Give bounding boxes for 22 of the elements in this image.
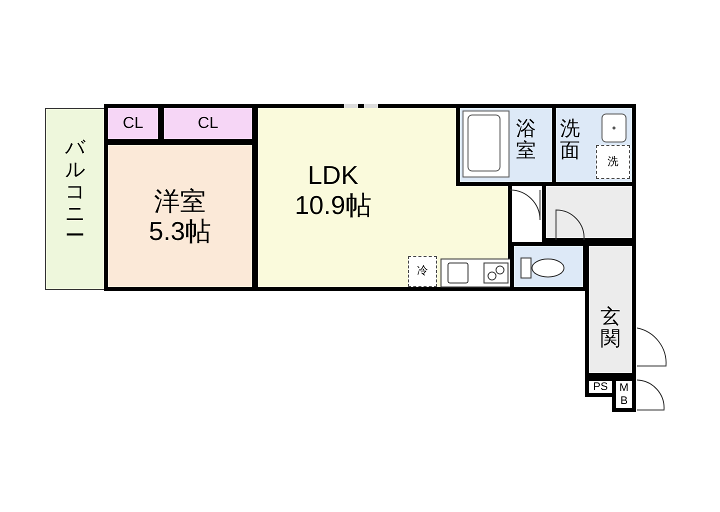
meter-box [612, 377, 636, 412]
room-label: CL [122, 114, 144, 134]
balcony-area [45, 108, 105, 290]
toilet-room [510, 242, 587, 291]
closet-room [104, 104, 162, 143]
room-label: 10.9帖 [294, 190, 372, 220]
bedroom-room [104, 141, 256, 291]
room-label: バルコニー [65, 137, 85, 247]
room-label: CL [198, 114, 218, 134]
room-label: 洋室 [154, 186, 206, 216]
room-label: 浴室 [516, 118, 536, 162]
room-label: 洗面 [560, 118, 580, 162]
appliance-label: 冷 [417, 264, 428, 280]
appliance-label: 洗 [608, 154, 618, 170]
closet-room [160, 104, 256, 143]
room-label: 5.3帖 [148, 216, 212, 246]
room-label: LDK [308, 160, 358, 190]
room-label: 玄関 [600, 306, 620, 350]
fridge-space [408, 256, 437, 287]
room-label: MB [618, 382, 630, 407]
room-label: PS [593, 380, 608, 395]
washer-space [596, 145, 630, 179]
